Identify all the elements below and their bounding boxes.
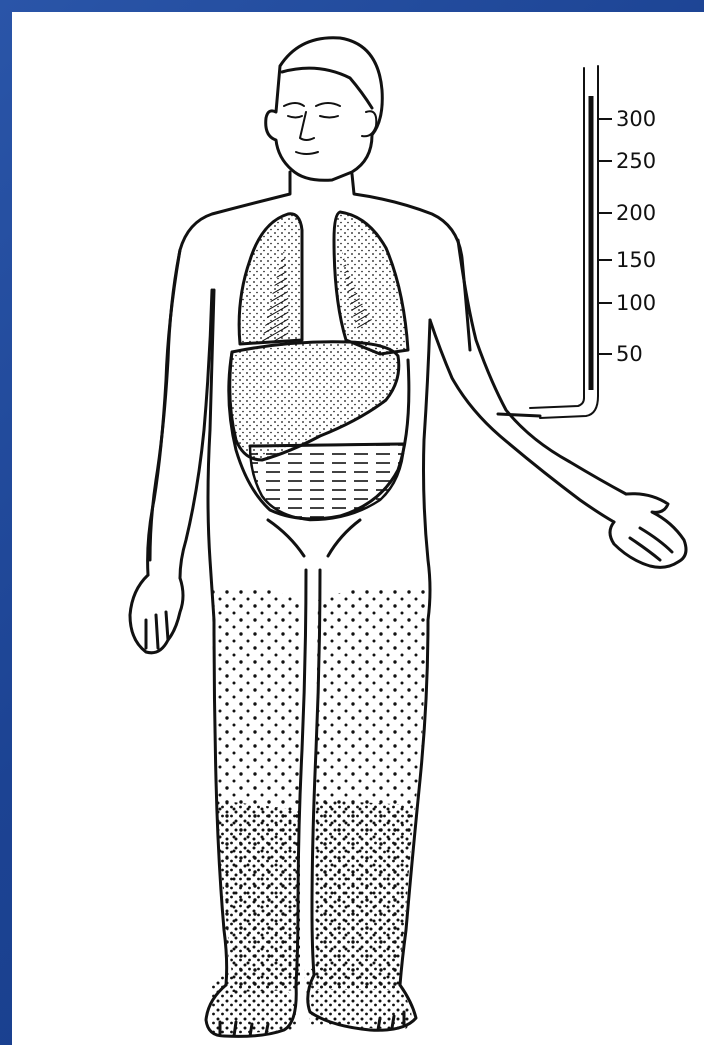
torso-right-side bbox=[424, 320, 431, 620]
scale-label-300: 300 bbox=[616, 107, 656, 131]
left-hand bbox=[130, 575, 183, 653]
right-arm-lower bbox=[430, 320, 614, 522]
head-outline bbox=[266, 38, 383, 181]
scale-label-200: 200 bbox=[616, 201, 656, 225]
right-leg-edema-lower bbox=[314, 800, 414, 990]
ascites-fluid bbox=[250, 444, 404, 520]
venous-pressure-manometer: 300 250 200 150 100 50 bbox=[498, 66, 656, 418]
right-lung bbox=[334, 212, 408, 354]
liver bbox=[230, 342, 399, 460]
scale-label-100: 100 bbox=[616, 291, 656, 315]
scale-label-150: 150 bbox=[616, 248, 656, 272]
groin bbox=[268, 520, 360, 556]
left-leg-edema-lower bbox=[216, 800, 300, 995]
mouth bbox=[296, 152, 318, 154]
eyes bbox=[288, 116, 338, 118]
scale-label-50: 50 bbox=[616, 342, 643, 366]
eyebrow bbox=[284, 103, 340, 106]
human-figure bbox=[130, 38, 686, 1037]
right-hand bbox=[610, 494, 686, 568]
fluid-level bbox=[250, 444, 404, 446]
manometer-scale bbox=[598, 119, 612, 354]
scale-label-250: 250 bbox=[616, 149, 656, 173]
needle bbox=[498, 414, 540, 416]
right-arm-upper bbox=[458, 240, 626, 494]
